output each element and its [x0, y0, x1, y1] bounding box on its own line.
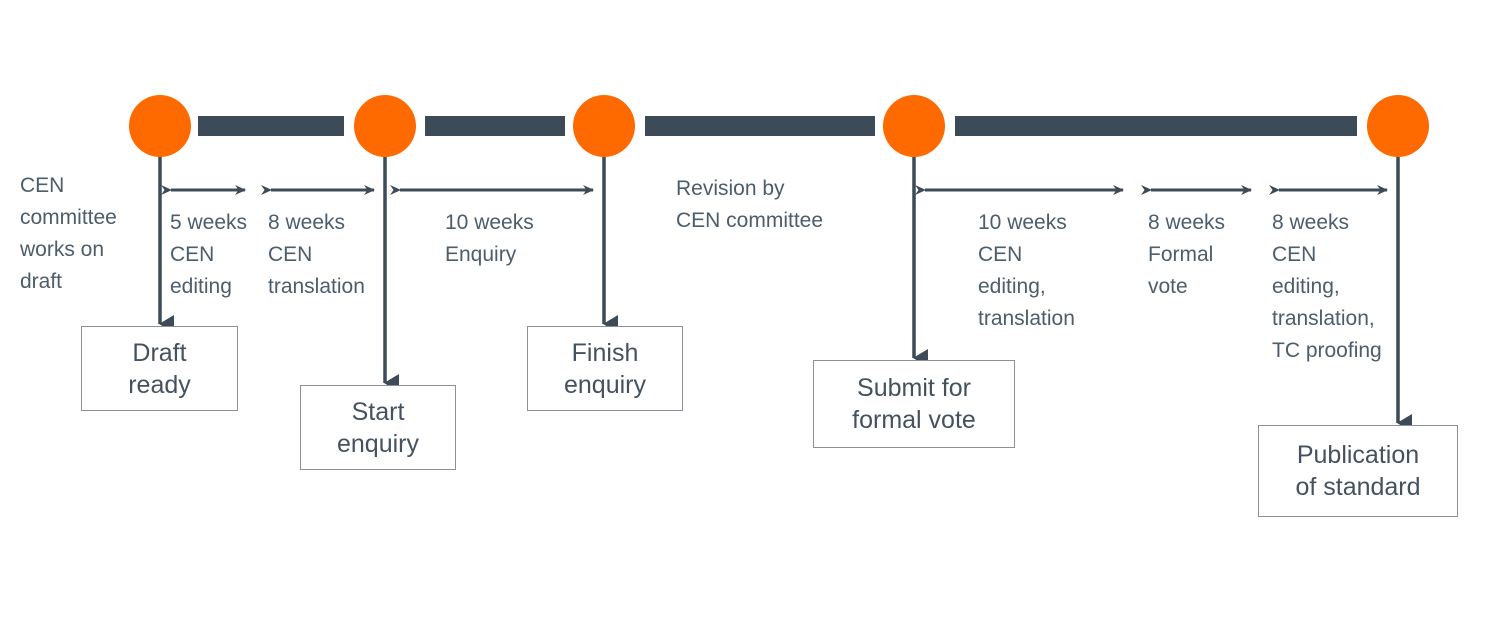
phase-formal-vote-label-line-3: vote: [1148, 275, 1188, 298]
phase-formal-vote-label-line-1: 8 weeks: [1148, 211, 1226, 234]
revision-by-cen-committee-note-line-1: Revision by: [676, 177, 785, 200]
milestone-finish-enquiry-text: Finish enquiry: [564, 337, 646, 401]
milestone-drop-lines: [158, 157, 1412, 432]
revision-by-cen-committee-note: Revision by CEN committee: [676, 173, 823, 237]
milestone-finish-enquiry-line-1: Finish: [571, 338, 639, 367]
milestone-draft-ready-line-1: Draft: [132, 338, 187, 367]
milestone-draft-ready[interactable]: Draft ready: [81, 326, 238, 411]
phase-cen-translation-label-line-1: 8 weeks: [268, 211, 346, 234]
cen-committee-works-on-draft-note-line-1: CEN: [20, 174, 65, 197]
cen-committee-works-on-draft-note-line-4: draft: [20, 270, 63, 293]
phase-cen-editing-translation-tc-proofing-label-line-1: 8 weeks: [1272, 211, 1350, 234]
phase-cen-editing-translation-label-line-2: CEN: [978, 243, 1023, 266]
connector-bar-1: [198, 116, 344, 136]
phase-cen-editing-translation-tc-proofing-label-line-2: CEN: [1272, 243, 1317, 266]
milestone-start-enquiry-line-2: enquiry: [337, 429, 419, 458]
milestone-publication-of-standard[interactable]: Publication of standard: [1258, 425, 1458, 517]
milestone-submit-for-formal-vote[interactable]: Submit for formal vote: [813, 360, 1015, 448]
publication-node[interactable]: [1367, 95, 1429, 157]
cen-committee-works-on-draft-note-line-3: works on: [20, 238, 105, 261]
milestone-publication-of-standard-line-1: Publication: [1296, 441, 1420, 469]
milestone-draft-ready-text: Draft ready: [128, 337, 191, 401]
revision-by-cen-committee-note-line-2: CEN committee: [676, 209, 824, 232]
finish-enquiry-node[interactable]: [573, 95, 635, 157]
milestone-publication-of-standard-text: Publication of standard: [1295, 439, 1420, 503]
phase-enquiry-label-line-1: 10 weeks: [445, 211, 534, 234]
phase-cen-editing-translation-label-line-3: editing,: [978, 275, 1046, 298]
start-enquiry-node[interactable]: [354, 95, 416, 157]
milestone-submit-for-formal-vote-line-1: Submit for: [857, 374, 971, 402]
phase-cen-editing-translation-tc-proofing-label-line-3: editing,: [1272, 275, 1340, 298]
milestone-start-enquiry-line-1: Start: [351, 397, 405, 426]
phase-cen-editing-translation-label-line-1: 10 weeks: [978, 211, 1067, 234]
connector-bar-4: [955, 116, 1357, 136]
draft-ready-node[interactable]: [129, 95, 191, 157]
cen-committee-works-on-draft-note-line-2: committee: [20, 206, 117, 229]
milestone-start-enquiry[interactable]: Start enquiry: [300, 385, 456, 470]
milestone-finish-enquiry-line-2: enquiry: [564, 370, 646, 399]
connector-bar-3: [645, 116, 875, 136]
phase-cen-editing-translation-label-line-4: translation: [978, 307, 1075, 330]
submit-formal-vote-node[interactable]: [883, 95, 945, 157]
milestone-draft-ready-line-2: ready: [128, 370, 191, 399]
milestone-submit-for-formal-vote-line-2: formal vote: [852, 406, 976, 434]
phase-enquiry-label-line-2: Enquiry: [445, 243, 517, 266]
phase-cen-translation-label-line-2: CEN: [268, 243, 313, 266]
cen-committee-works-on-draft-note: CEN committee works on draft: [20, 170, 117, 298]
timeline-nodes: [129, 95, 1429, 157]
connector-bar-2: [425, 116, 565, 136]
phase-formal-vote-label-line-2: Formal: [1148, 243, 1214, 266]
phase-cen-editing-translation-tc-proofing-label-line-4: translation,: [1272, 307, 1375, 330]
phase-cen-editing-translation-tc-proofing-label-line-5: TC proofing: [1272, 339, 1382, 362]
milestone-submit-for-formal-vote-text: Submit for formal vote: [852, 372, 976, 436]
milestone-start-enquiry-text: Start enquiry: [337, 396, 419, 460]
connector-bars: [198, 116, 1357, 136]
milestone-finish-enquiry[interactable]: Finish enquiry: [527, 326, 683, 411]
phase-cen-editing-label-line-3: editing: [170, 275, 232, 298]
milestone-publication-of-standard-line-2: of standard: [1295, 473, 1421, 501]
phase-cen-editing-label-line-2: CEN: [170, 243, 215, 266]
phase-cen-editing-label-line-1: 5 weeks: [170, 211, 248, 234]
phase-cen-translation-label-line-3: translation: [268, 275, 365, 298]
